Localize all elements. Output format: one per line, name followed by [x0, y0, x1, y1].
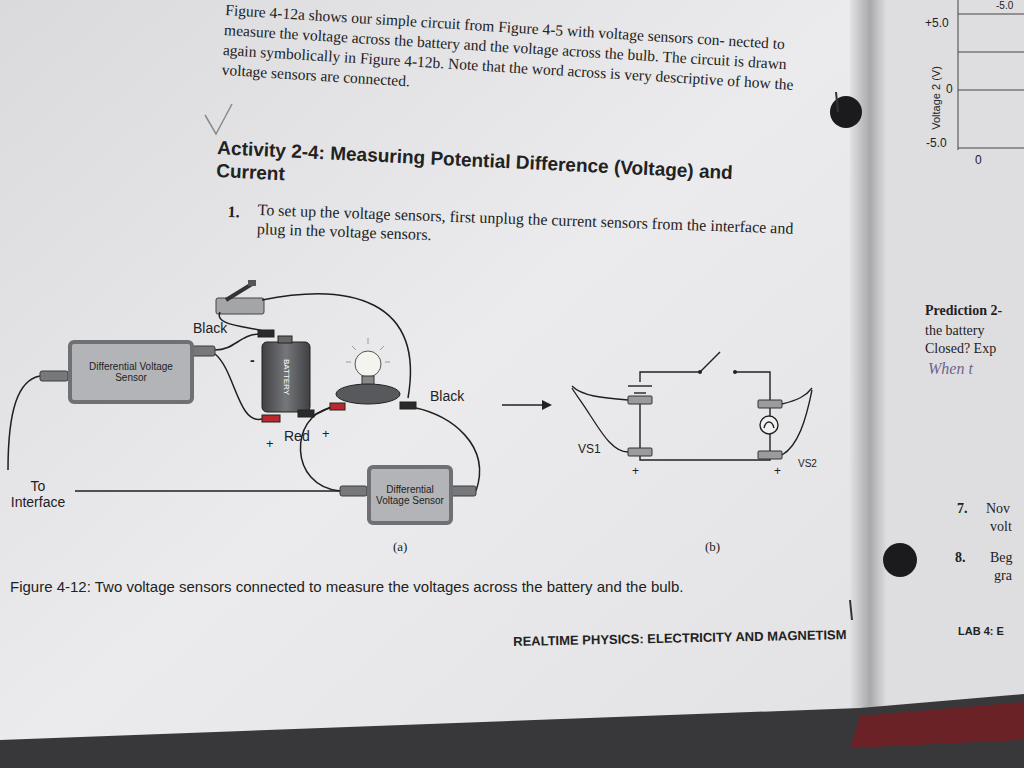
step-text: volt — [990, 518, 1012, 536]
lead-label: Black — [193, 320, 227, 338]
check-mark — [205, 104, 232, 134]
right-page — [870, 0, 1024, 768]
sensor-name: Differential Voltage Sensor — [374, 484, 446, 507]
voltage-sensor-box: Differential Voltage Sensor — [68, 340, 194, 404]
arrow — [502, 400, 552, 410]
step-number: 7. — [957, 500, 968, 518]
switch-contact — [733, 370, 737, 374]
lead-label: Red — [284, 428, 310, 446]
sensor-label: VS1 — [578, 442, 601, 457]
binder-hole — [883, 543, 917, 577]
circuit-schematic — [628, 352, 778, 460]
lead-label: Black — [430, 388, 464, 406]
binder-hole — [830, 96, 862, 128]
polarity-sign: + — [632, 464, 639, 479]
prediction-text: Closed? Exp — [925, 340, 996, 358]
pencil-mark — [836, 92, 838, 112]
axis-tick: -5.0 — [926, 136, 947, 151]
alligator-clips — [258, 330, 416, 422]
left-page — [0, 0, 870, 768]
desk-red-strip — [850, 702, 1024, 748]
subfigure-label: (a) — [393, 539, 407, 555]
axis-tick: 0 — [975, 153, 982, 168]
battery-label: BATTERY — [281, 359, 291, 395]
axis-tick: -5.0 — [996, 0, 1013, 13]
polarity-sign: - — [250, 352, 255, 370]
pencil-mark — [850, 600, 852, 620]
graph-axes — [958, 0, 1024, 150]
handwritten-note: When t — [928, 359, 973, 379]
subfigure-label: (b) — [705, 539, 720, 555]
running-footer: LAB 4: E — [958, 625, 1004, 639]
schematic-clips — [628, 396, 782, 459]
battery — [262, 336, 310, 412]
sensor-name: Differential Voltage Sensor — [75, 361, 187, 384]
polarity-sign: + — [774, 464, 781, 479]
bulb — [336, 338, 400, 404]
axis-title: Voltage 2 (V) — [930, 66, 944, 130]
voltage-sensor-box: Differential Voltage Sensor — [367, 465, 453, 525]
step-number: 1. — [227, 202, 240, 222]
interface-label: To Interface — [4, 478, 72, 510]
sensor-leads — [572, 386, 812, 455]
prediction-text: the battery — [925, 322, 984, 340]
polarity-sign: + — [266, 436, 274, 452]
axis-tick: 0 — [946, 82, 953, 97]
figure-caption: Figure 4-12: Two voltage sensors connect… — [10, 578, 683, 597]
wires — [8, 294, 480, 491]
step-number: 8. — [955, 549, 966, 567]
sensor-label: VS2 — [798, 458, 817, 471]
axis-tick: +5.0 — [925, 16, 949, 31]
desk — [0, 694, 1024, 768]
prediction-heading: Prediction 2- — [925, 302, 1002, 320]
polarity-sign: + — [322, 426, 330, 442]
switch — [216, 280, 264, 314]
step-text: Beg — [990, 549, 1013, 567]
step-text: gra — [994, 567, 1012, 585]
switch-contact — [698, 370, 702, 374]
step-text: Nov — [986, 500, 1010, 518]
